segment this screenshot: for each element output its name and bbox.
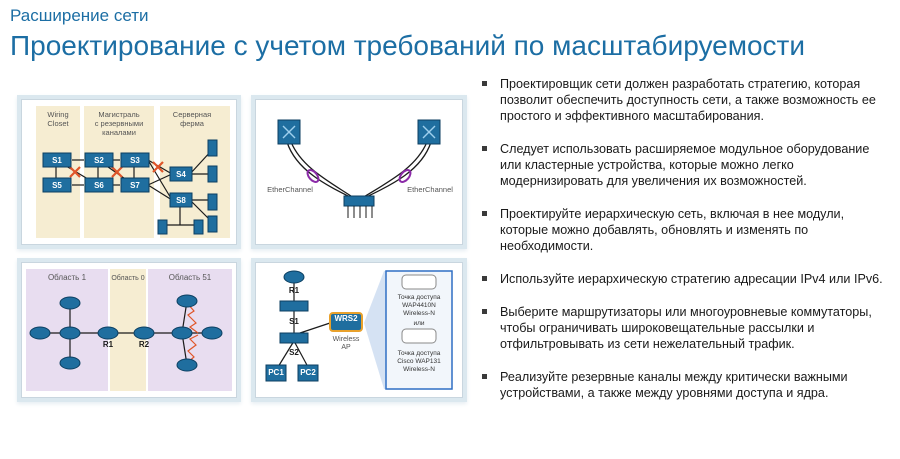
wireless-label: Wireless [333,336,360,343]
bullet-item: Проектируйте иерархическую сеть, включая… [482,206,892,254]
router-r1-label: R1 [289,286,300,295]
bullet-marker [482,276,487,281]
zone-backbone [84,106,154,238]
wrs2-label: WRS2 [334,314,358,323]
server-icon [207,215,218,233]
switch-label: S3 [130,156,140,165]
area-51-label: Область 51 [169,273,212,282]
switch-label: S8 [176,196,186,205]
ap2-line3: Wireless-N [403,366,435,373]
bullet-marker [482,211,487,216]
zone-backbone-label-3: каналами [102,128,136,137]
switch-s2-label: S2 [289,348,299,357]
bullet-list: Проектировщик сети должен разработать ст… [482,76,892,418]
zone-server-label-2: ферма [180,119,205,128]
server-icon [157,219,168,235]
switch-label: S4 [176,170,186,179]
bullet-marker [482,309,487,314]
etherchannel-label-left: EtherChannel [267,185,313,194]
zone-backbone-label-2: с резервными [95,119,144,128]
area-0-label: Область 0 [111,274,144,282]
etherchannel-label-right: EtherChannel [407,185,453,194]
bullet-marker [482,146,487,151]
bullet-text: Выберите маршрутизаторы или многоуровнев… [500,305,872,351]
ap2-line1: Точка доступа [398,350,441,357]
ospf-areas-diagram: Область 1 Область 0 Область 51 [21,262,237,398]
access-point-1-icon [401,274,437,290]
server-icon [207,193,218,211]
switch-label: S7 [130,181,140,190]
ap1-line1: Точка доступа [398,294,441,301]
slide-title: Проектирование с учетом требований по ма… [10,30,806,61]
bullet-item: Проектировщик сети должен разработать ст… [482,76,892,124]
area-1-label: Область 1 [48,273,87,282]
ap2-line2: Cisco WAP131 [397,358,441,365]
etherchannel-diagram: EtherChannel EtherChannel [255,99,463,245]
bullet-marker [482,81,487,86]
ap1-line3: Wireless-N [403,310,435,317]
bullet-text: Проектировщик сети должен разработать ст… [500,77,876,123]
router-r1-label: R1 [103,340,114,349]
wireless-diagram: R1 S1 S2 WRS2 PC1 PC2 Wireless AP Точка … [255,262,463,398]
access-point-2-icon [401,328,437,344]
switch-block-diagram: Wiring Closet Магистраль с резервными ка… [21,99,237,245]
bullet-item: Реализуйте резервные каналы между критич… [482,369,892,401]
router-r2-label: R2 [139,340,150,349]
bullet-text: Следует использовать расширяемое модульн… [500,142,870,188]
bullet-text: Используйте иерархическую стратегию адре… [500,272,883,286]
zone-backbone-label: Магистраль [98,110,139,119]
or-label: или [413,320,424,327]
switch-label: S1 [52,156,62,165]
bullet-item: Выберите маршрутизаторы или многоуровнев… [482,304,892,352]
server-icon [207,165,218,183]
ap1-line2: WAP4410N [402,302,436,309]
bullet-marker [482,374,487,379]
bullet-item: Следует использовать расширяемое модульн… [482,141,892,189]
switch-s1-label: S1 [289,317,299,326]
server-icon [207,139,218,157]
zone-wiring-label-2: Closet [47,119,69,128]
switch-label: S2 [94,156,104,165]
switch-label: S6 [94,181,104,190]
pc2-label: PC2 [300,368,316,377]
server-icon [193,219,204,235]
zone-wiring-closet [36,106,80,238]
zone-server-label: Серверная [173,110,211,119]
zone-wiring-label: Wiring [47,110,68,119]
wireless-ap-label: AP [341,344,351,351]
section-title: Расширение сети [10,6,149,25]
bullet-text: Проектируйте иерархическую сеть, включая… [500,207,845,253]
bullet-item: Используйте иерархическую стратегию адре… [482,271,892,287]
bullet-text: Реализуйте резервные каналы между критич… [500,370,848,400]
pc1-label: PC1 [268,368,284,377]
switch-label: S5 [52,181,62,190]
